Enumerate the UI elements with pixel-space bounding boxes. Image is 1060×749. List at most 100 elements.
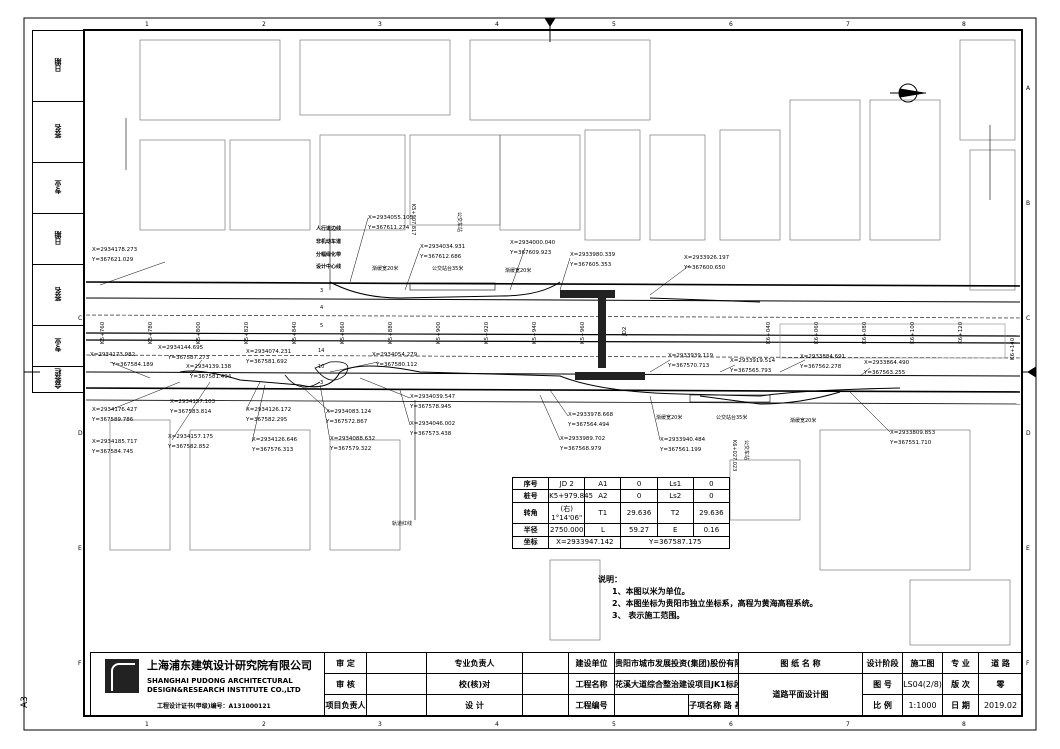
station-label: K6+100 <box>910 321 916 344</box>
review-label: 审 核 <box>324 673 367 695</box>
coord-x: X=2933919.514 <box>730 358 776 364</box>
discipline-value: 道 路 <box>978 652 1024 674</box>
coord-y: Y=367579.322 <box>329 446 371 452</box>
dim-label: 5 <box>320 323 323 329</box>
title-block: 上海浦东建筑设计研究院有限公司 SHANGHAI PUDONG ARCHITEC… <box>90 652 1024 716</box>
discipline-label: 专 业 <box>942 652 980 674</box>
grid-col-6: 6 <box>729 21 733 28</box>
firm-logo-icon <box>105 659 139 693</box>
drawing-name-label: 图 纸 名 称 <box>737 652 864 674</box>
coord-x: X=2934034.931 <box>420 244 465 250</box>
project-lead-value <box>366 694 427 716</box>
dim-label: 10 <box>318 364 324 370</box>
jd-cell: 29.636 <box>620 501 658 525</box>
grid-col-7-bottom: 7 <box>846 721 850 728</box>
check-value <box>522 673 569 695</box>
drawing-no-value: LS04(2/8) <box>902 673 944 695</box>
jd-cell: 0.16 <box>692 523 731 537</box>
coord-y: Y=367584.189 <box>111 362 154 368</box>
dim-label: 3 <box>320 288 323 294</box>
grid-col-5-bottom: 5 <box>612 721 616 728</box>
paper-size-label: A3 <box>20 696 30 708</box>
strip-countersign: 会签栏 <box>54 368 62 389</box>
station-label: K5+800 <box>196 321 202 344</box>
jd-cell: 半径 <box>511 523 550 537</box>
grid-col-2-bottom: 2 <box>262 721 266 728</box>
coord-x: X=2934055.105 <box>368 215 414 221</box>
strip-date: 日期 <box>54 231 62 245</box>
jd-cell: 0 <box>692 489 731 503</box>
jd-cell: 59.27 <box>620 523 658 537</box>
jd-cell: 序号 <box>511 476 550 491</box>
note-item: 2、本图坐标为贵阳市独立坐标系，高程为黄海高程系统。 <box>612 599 818 608</box>
drawing-name-value: 道路平面设计图 <box>737 673 864 716</box>
grid-row-e-left: E <box>78 545 82 552</box>
jd-cell: Ls1 <box>656 476 694 491</box>
station-label: JD2 <box>622 327 628 337</box>
coord-y: Y=367551.710 <box>889 440 932 446</box>
grid-row-f: F <box>1026 660 1030 667</box>
coord-x: X=2934126.172 <box>246 407 291 413</box>
countersign-strip: 日期 签名 专业 日期 签名 专业 会签栏 <box>32 30 84 393</box>
coord-y: Y=367564.494 <box>567 422 610 428</box>
coord-x: X=2934126.646 <box>252 437 298 443</box>
jd-cell: 转角 <box>511 501 550 525</box>
strip-signature: 签名 <box>54 287 62 301</box>
stage-value: 施工图 <box>902 652 944 674</box>
project-label: 工程名称 <box>568 673 615 695</box>
jd-cell: JD 2 <box>548 476 586 491</box>
coord-x: X=2934139.138 <box>186 364 232 370</box>
station-label: K5+840 <box>292 321 298 344</box>
jd-coord-y: Y=367587.175 <box>620 535 730 550</box>
firm-logo-cell: 上海浦东建筑设计研究院有限公司 SHANGHAI PUDONG ARCHITEC… <box>90 652 325 716</box>
legend-label-centerline: 设计中心线 <box>316 263 341 270</box>
coord-y: Y=367587.273 <box>167 355 210 361</box>
grid-col-5: 5 <box>612 21 616 28</box>
coord-y: Y=367563.255 <box>863 370 906 376</box>
jd-cell: 0 <box>620 489 658 503</box>
jd-cell: L <box>584 523 622 537</box>
coord-y: Y=367609.923 <box>509 250 552 256</box>
project-value: 花溪大道综合整治建设项目JK1标段 <box>614 673 739 695</box>
coord-y: Y=367573.438 <box>409 431 452 437</box>
notes-title: 说明： <box>598 575 622 584</box>
grid-col-8-bottom: 8 <box>962 721 966 728</box>
coord-x: X=2933980.339 <box>570 252 616 258</box>
grid-col-2: 2 <box>262 21 266 28</box>
station-label: K6+040 <box>766 321 772 344</box>
leader-lines <box>99 217 891 443</box>
station-label: K5+960 <box>580 321 586 344</box>
jd-cell: A1 <box>584 476 622 491</box>
coord-x: X=2934088.632 <box>330 436 375 442</box>
jd-cell: K5+979.845 <box>548 489 593 503</box>
coord-x: X=2934000.040 <box>510 240 556 246</box>
strip-signature: 签名 <box>54 124 62 138</box>
check-label: 校(核)对 <box>426 673 523 695</box>
stage-label: 设计阶段 <box>862 652 904 674</box>
jd-cell: E <box>656 523 694 537</box>
grid-row-f-left: F <box>78 660 82 667</box>
coord-x: X=2934054.279 <box>372 352 418 358</box>
jd-cell: 桩号 <box>511 489 550 503</box>
coord-y: Y=367611.274 <box>367 225 410 231</box>
note-item: 3、 表示施工范围。 <box>612 611 685 620</box>
discipline-lead-label: 专业负责人 <box>426 652 523 674</box>
drawing-no-label: 图 号 <box>862 673 904 695</box>
coord-x: X=2934083.124 <box>326 409 372 415</box>
coord-x: X=2933989.702 <box>560 436 605 442</box>
grid-col-4: 4 <box>495 21 499 28</box>
center-marks <box>24 17 1037 378</box>
coord-x: X=2934185.717 <box>92 439 138 445</box>
coord-x: X=2934144.695 <box>158 345 204 351</box>
discipline-lead-value <box>522 652 569 674</box>
coord-y: Y=367568.979 <box>559 446 602 452</box>
jd-cell: (右) 1°14'06" <box>548 501 586 525</box>
grid-col-1: 1 <box>145 21 149 28</box>
grid-col-3: 3 <box>378 21 382 28</box>
station-label: K5+780 <box>148 321 154 344</box>
jd-cell: T1 <box>584 501 622 525</box>
jd-cell: Ls2 <box>656 489 694 503</box>
station-label: K5+880 <box>388 321 394 344</box>
review-value <box>366 673 427 695</box>
